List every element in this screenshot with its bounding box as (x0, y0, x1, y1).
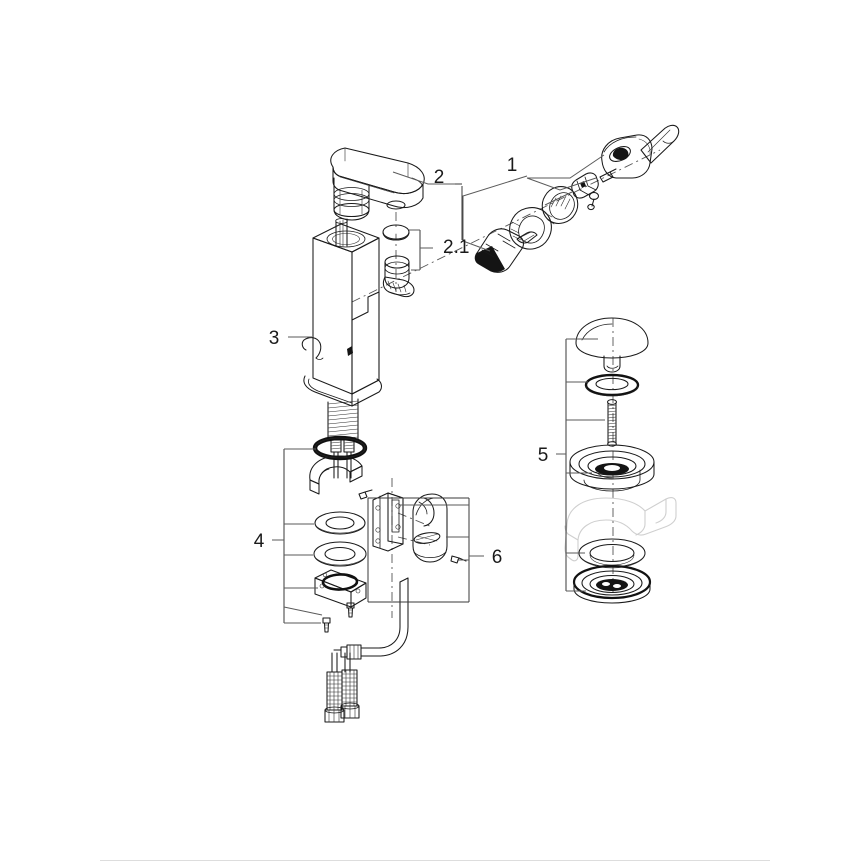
part-cartridge (474, 228, 538, 273)
part-stopper-cap (575, 317, 649, 373)
callout-label-6: 6 (492, 547, 503, 568)
part-lever-handle (601, 124, 680, 179)
callout-labels: 1 2 2.1 3 4 5 6 (254, 155, 549, 568)
callout-label-5: 5 (538, 445, 549, 466)
part-drain-body (572, 564, 652, 604)
part-fixing-screw-right (346, 602, 355, 618)
leader-group-4 (272, 448, 323, 624)
part-o-ring-top (312, 435, 368, 461)
callout-label-3: 3 (269, 328, 280, 349)
part-washer-lower (313, 541, 367, 567)
part-bracket-screw-top (358, 489, 373, 500)
part-base-plate (314, 569, 367, 608)
part-mounting-bracket (372, 492, 404, 552)
part-mousseur-aerator (382, 255, 415, 298)
part-mousseur-seal (382, 224, 410, 241)
leader-group-5 (556, 338, 605, 592)
part-contour-shim (309, 455, 363, 495)
callout-label-1: 1 (507, 155, 518, 176)
part-washer-upper (314, 511, 366, 535)
leader-group-2-1 (409, 229, 433, 271)
part-flexible-hoses (324, 652, 360, 723)
leader-group-1 (462, 154, 605, 252)
footer-divider (100, 860, 770, 861)
part-drain-flange (569, 444, 655, 492)
part-hose-stubs-upper (330, 439, 355, 479)
part-lift-rod (333, 577, 409, 660)
callout-label-4: 4 (254, 531, 265, 552)
part-spout-body (330, 147, 425, 221)
leader-group-6 (367, 497, 484, 603)
part-stopper-seal (584, 373, 640, 397)
callout-label-2: 2 (434, 167, 445, 188)
part-flow-clip (301, 337, 324, 360)
part-screw-cap (587, 191, 600, 211)
callout-label-2-1: 2.1 (443, 237, 469, 258)
part-threaded-ring (509, 207, 555, 250)
part-threaded-rod (606, 399, 618, 447)
part-fixing-screw-left (322, 617, 331, 633)
part-cover-cap (412, 493, 448, 563)
leader-group-2 (392, 171, 463, 240)
